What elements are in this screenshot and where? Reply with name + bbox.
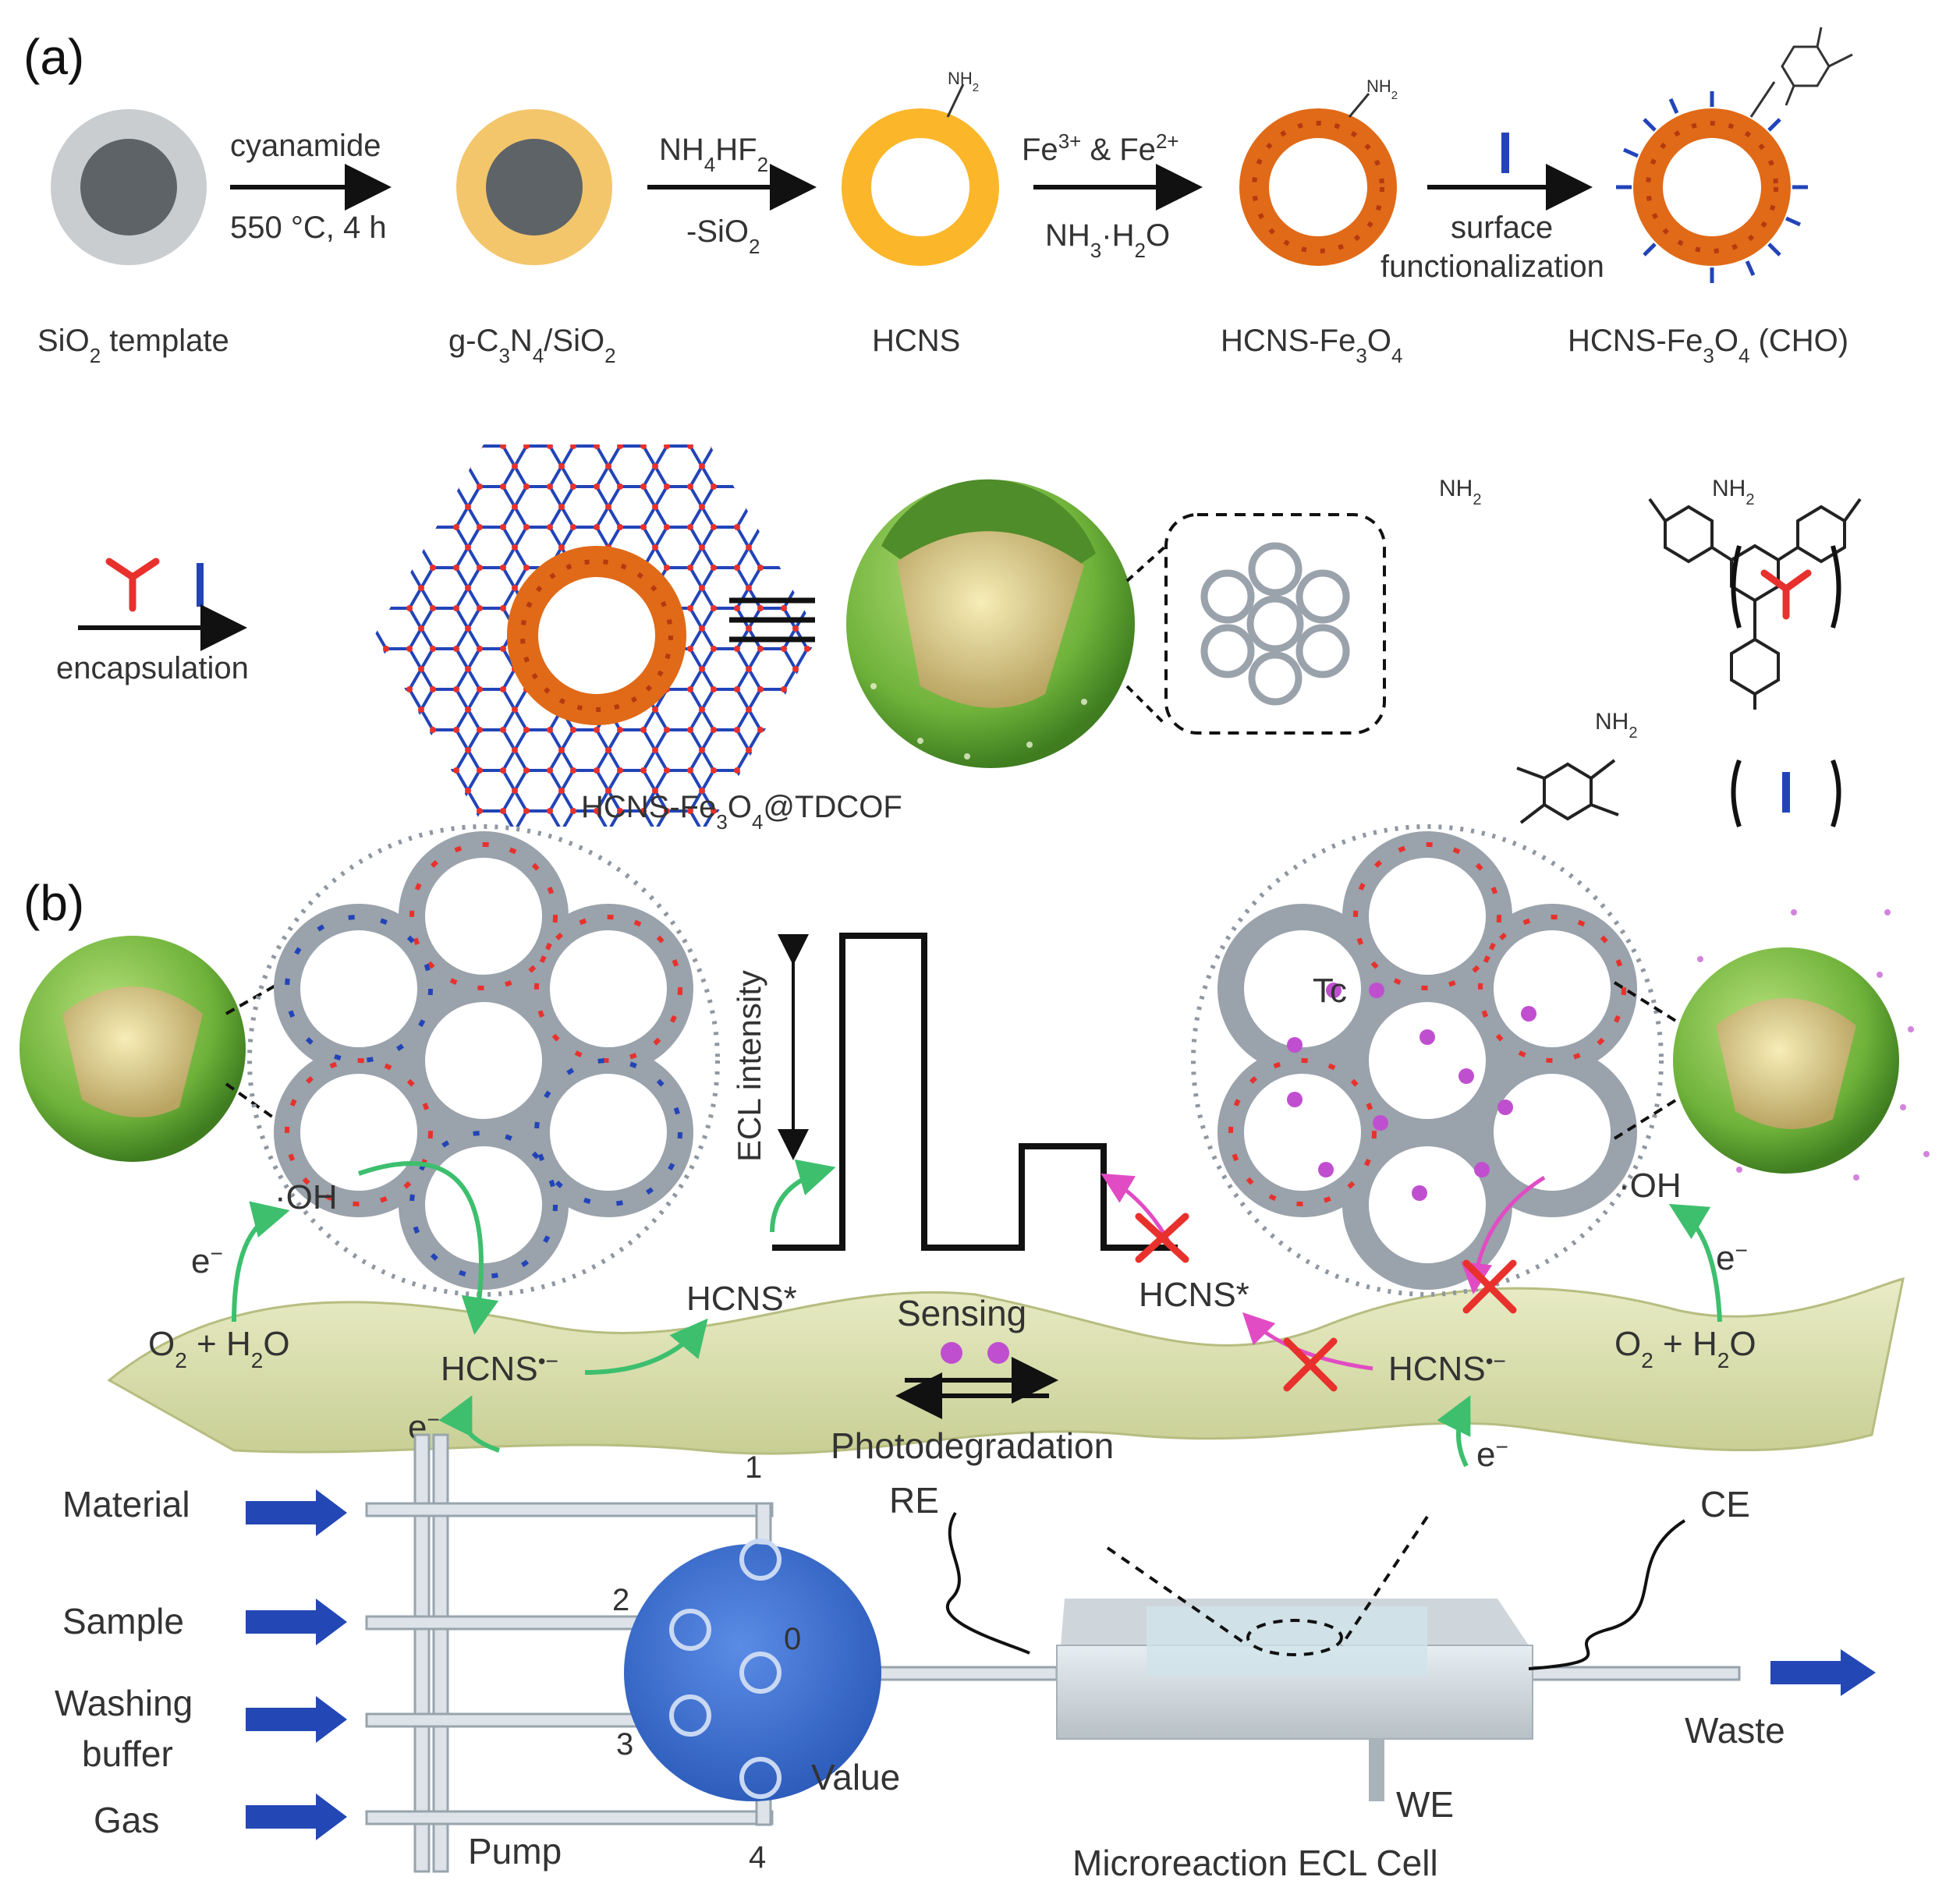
valve-port-0: 0 bbox=[784, 1622, 801, 1656]
step-1-conditions: 550 °C, 4 h bbox=[230, 211, 387, 245]
electron-sheet-right: e− bbox=[1476, 1435, 1508, 1475]
step-4-label-bottom: functionalization bbox=[1381, 250, 1604, 284]
valve[interactable] bbox=[624, 1539, 881, 1801]
monomer-amine-right: NH2 bbox=[1712, 476, 1754, 508]
hcns-fe3o4-particle: NH2 bbox=[1239, 76, 1398, 266]
electron-left: e− bbox=[191, 1241, 223, 1281]
hcns-excited-right: HCNS* bbox=[1139, 1276, 1249, 1314]
ecl-axis-label: ECL intensity bbox=[731, 970, 767, 1162]
we-label: WE bbox=[1396, 1784, 1454, 1825]
step-arrow-1: cyanamide 550 °C, 4 h bbox=[230, 129, 392, 245]
step-arrow-2: NH4HF2 -SiO2 bbox=[647, 133, 817, 258]
hcns-fe3o4-nh2-label: NH2 bbox=[1366, 76, 1398, 102]
cof-pore-left bbox=[247, 824, 720, 1297]
monomer-amine-left: NH2 bbox=[1439, 476, 1481, 508]
equivalence-sign bbox=[729, 597, 815, 643]
cell-label: Microreaction ECL Cell bbox=[1072, 1843, 1438, 1883]
photodegradation-label: Photodegradation bbox=[831, 1425, 1114, 1466]
ce-label: CE bbox=[1700, 1484, 1750, 1524]
inlet-gas: Gas bbox=[94, 1800, 159, 1840]
o2-h2o-right: O2 + H2O bbox=[1614, 1325, 1756, 1372]
waste-label: Waste bbox=[1685, 1710, 1785, 1751]
gcn-silica-particle bbox=[456, 109, 612, 265]
hcns-radical-left: HCNS•− bbox=[441, 1349, 558, 1389]
tc-label: Tc bbox=[1313, 972, 1347, 1010]
monomer-amine-bottom: NH2 bbox=[1595, 709, 1637, 742]
inlet-sample: Sample bbox=[62, 1601, 184, 1641]
caption-hcns-fe3o4: HCNS-Fe3O4 bbox=[1221, 324, 1402, 367]
caption-hcns-fe3o4-tdcof: HCNS-Fe3O4@TDCOF bbox=[581, 790, 902, 834]
hcns-nh2-label: NH2 bbox=[948, 69, 979, 94]
sensing-label: Sensing bbox=[897, 1293, 1026, 1333]
yolk-shell-sphere bbox=[846, 479, 1135, 768]
valve-port-3: 3 bbox=[616, 1727, 633, 1762]
valve-port-2: 2 bbox=[612, 1583, 629, 1617]
hcns-particle: NH2 bbox=[842, 69, 999, 266]
step-3-reagent: Fe3+ & Fe2+ bbox=[1022, 129, 1179, 167]
tc-molecules bbox=[941, 1342, 1009, 1364]
inlet-buffer: buffer bbox=[82, 1733, 173, 1774]
o2-h2o-left: O2 + H2O bbox=[148, 1325, 290, 1372]
re-label: RE bbox=[889, 1480, 939, 1521]
pump-label: Pump bbox=[468, 1831, 562, 1871]
step-arrow-4: surface functionalization bbox=[1381, 133, 1604, 284]
triamine-symbol-bracket bbox=[1731, 545, 1841, 629]
valve-label: Value bbox=[811, 1757, 900, 1797]
dialdehyde-monomer-structure bbox=[1516, 759, 1619, 824]
equilibrium-arrows bbox=[895, 1357, 1058, 1419]
inlet-washing: Washing bbox=[55, 1683, 193, 1723]
aldehyde-structure-small bbox=[1749, 27, 1853, 118]
zoom-inset-pore bbox=[1125, 513, 1386, 735]
ecl-trace: ECL intensity bbox=[731, 933, 1178, 1251]
valve-port-1: 1 bbox=[745, 1450, 762, 1485]
electron-right: e− bbox=[1716, 1238, 1748, 1278]
hcns-excited-left: HCNS* bbox=[686, 1280, 797, 1318]
flow-inlet-arrows bbox=[246, 1489, 347, 1840]
step-2-byproduct: -SiO2 bbox=[686, 214, 760, 258]
step-1-reagent: cyanamide bbox=[230, 129, 381, 163]
caption-hcns-fe3o4-cho: HCNS-Fe3O4 (CHO) bbox=[1568, 324, 1848, 367]
triamine-monomer-structure bbox=[1648, 498, 1862, 710]
reaction-arrows-green bbox=[232, 1159, 1722, 1468]
oh-radical-left: ·OH bbox=[275, 1178, 338, 1216]
ecl-cell bbox=[946, 1511, 1686, 1801]
oh-radical-right: ·OH bbox=[1618, 1167, 1682, 1205]
step-arrow-3: Fe3+ & Fe2+ NH3·H2O bbox=[1022, 129, 1203, 262]
inlet-material: Material bbox=[62, 1484, 190, 1524]
waste-arrow bbox=[1770, 1649, 1876, 1696]
silica-template-particle bbox=[51, 109, 207, 265]
caption-hcns: HCNS bbox=[872, 324, 960, 358]
hcns-fe3o4-cho-particle bbox=[1616, 27, 1853, 283]
cof-pore-right: Tc bbox=[1191, 824, 1664, 1297]
encapsulation-arrow: encapsulation bbox=[56, 558, 249, 685]
pump-tubes bbox=[365, 1433, 1741, 1873]
encapsulation-label: encapsulation bbox=[56, 651, 249, 685]
step-4-label-top: surface bbox=[1451, 211, 1553, 245]
ce-wire bbox=[1528, 1519, 1686, 1670]
yolk-shell-sphere-left bbox=[19, 936, 282, 1162]
panel-a-label: (a) bbox=[23, 29, 84, 85]
step-3-base: NH3·H2O bbox=[1045, 218, 1170, 262]
re-wire bbox=[946, 1511, 1030, 1655]
valve-port-4: 4 bbox=[749, 1840, 766, 1875]
linker-symbol bbox=[1501, 133, 1509, 173]
cof-hex-network bbox=[374, 444, 819, 827]
yolk-shell-sphere-right bbox=[1613, 909, 1930, 1181]
hcns-radical-right: HCNS•− bbox=[1388, 1349, 1506, 1389]
step-2-reagent: NH4HF2 bbox=[659, 133, 768, 176]
dialdehyde-symbol-bracket bbox=[1731, 759, 1841, 827]
caption-silica-template: SiO2 template bbox=[37, 324, 229, 367]
blocked-cross-marks bbox=[1135, 1213, 1517, 1392]
panel-b-label: (b) bbox=[23, 875, 84, 931]
caption-gcn-silica: g-C3N4/SiO2 bbox=[448, 324, 616, 367]
